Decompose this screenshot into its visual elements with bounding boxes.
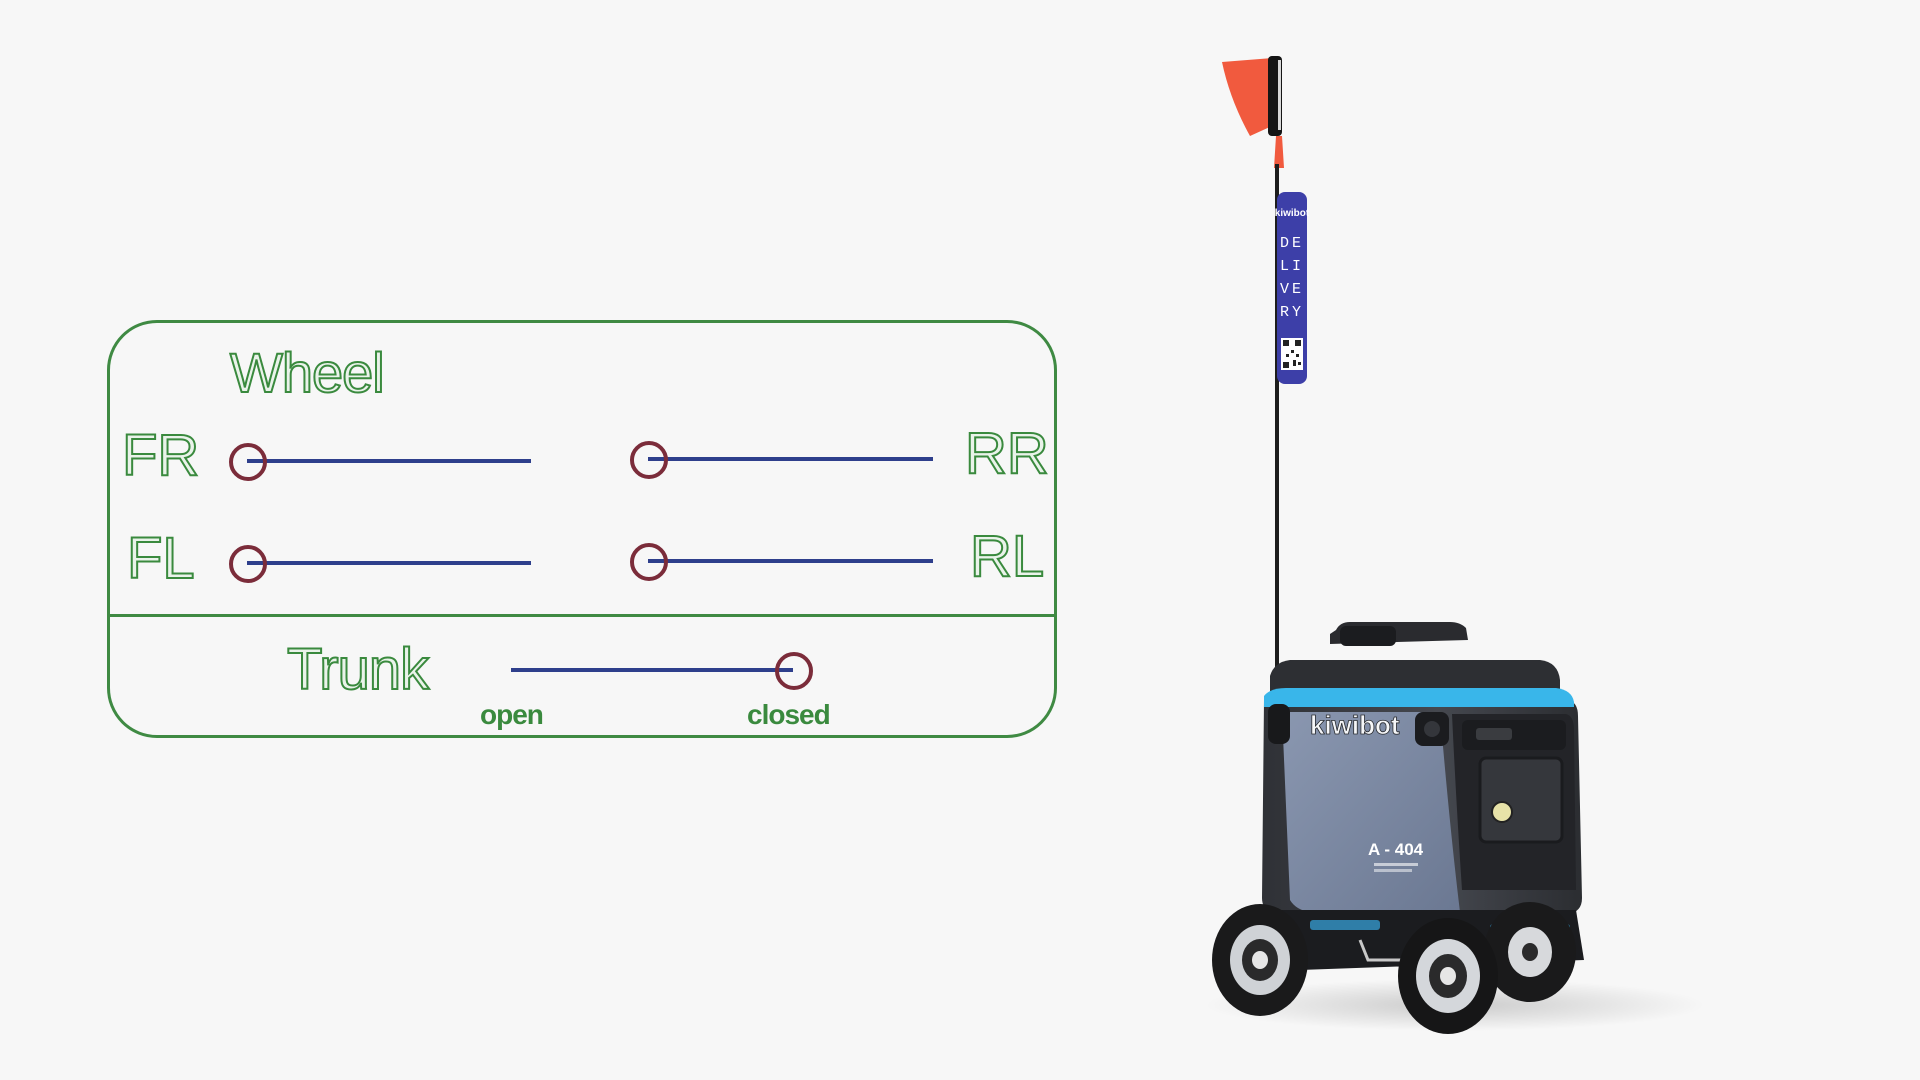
label-rear-right: RR xyxy=(964,421,1050,486)
sign-text-line: DE xyxy=(1280,235,1304,252)
sign-brand: kiwibot xyxy=(1275,208,1310,219)
label-rear-left: RL xyxy=(969,524,1045,589)
slider-rear-right-wheel[interactable] xyxy=(630,439,933,479)
headlight xyxy=(1491,801,1513,823)
delivery-sign: kiwibot DE LI VE RY xyxy=(1275,192,1310,384)
label-front-right: FR xyxy=(121,423,200,488)
slider-thumb[interactable] xyxy=(630,543,668,581)
slider-track[interactable] xyxy=(648,559,933,563)
slider-track[interactable] xyxy=(247,561,531,565)
robot-screen xyxy=(1478,756,1564,844)
sign-text-line: LI xyxy=(1280,258,1304,275)
flag-pole xyxy=(1275,164,1279,764)
control-panel: Wheel FR FL RR RL Trunk open closed xyxy=(107,320,1057,738)
flag-pennant xyxy=(1222,56,1284,168)
sign-text-line: RY xyxy=(1280,304,1304,321)
slider-track[interactable] xyxy=(648,457,933,461)
trunk-closed-label: closed xyxy=(747,699,831,730)
trunk-section-title: Trunk xyxy=(286,637,430,702)
slider-thumb[interactable] xyxy=(630,441,668,479)
section-divider xyxy=(110,614,1054,617)
slider-front-left-wheel[interactable] xyxy=(229,543,531,583)
slider-track[interactable] xyxy=(511,668,793,672)
label-front-left: FL xyxy=(126,526,196,591)
robot-model-label: A - 404 xyxy=(1368,840,1424,859)
trunk-open-label: open xyxy=(480,699,544,730)
slider-trunk[interactable] xyxy=(511,650,813,690)
delivery-robot-image: kiwibot DE LI VE RY xyxy=(1205,56,1705,1034)
slider-front-right-wheel[interactable] xyxy=(229,441,531,481)
slider-thumb[interactable] xyxy=(229,545,267,583)
slider-rear-left-wheel[interactable] xyxy=(630,541,933,581)
wheel-rear-left xyxy=(1484,902,1576,1002)
slider-thumb[interactable] xyxy=(775,652,813,690)
slider-track[interactable] xyxy=(247,459,531,463)
robot-body: kiwibot A - 404 xyxy=(1262,688,1582,914)
robot-brand-logo: kiwibot xyxy=(1310,710,1400,740)
slider-thumb[interactable] xyxy=(229,443,267,481)
wheel-front-right xyxy=(1398,918,1498,1034)
wheel-front-left xyxy=(1212,904,1308,1016)
wheel-section-title: Wheel xyxy=(229,341,386,404)
sign-text-line: VE xyxy=(1280,281,1304,298)
qr-code-icon xyxy=(1281,338,1303,370)
